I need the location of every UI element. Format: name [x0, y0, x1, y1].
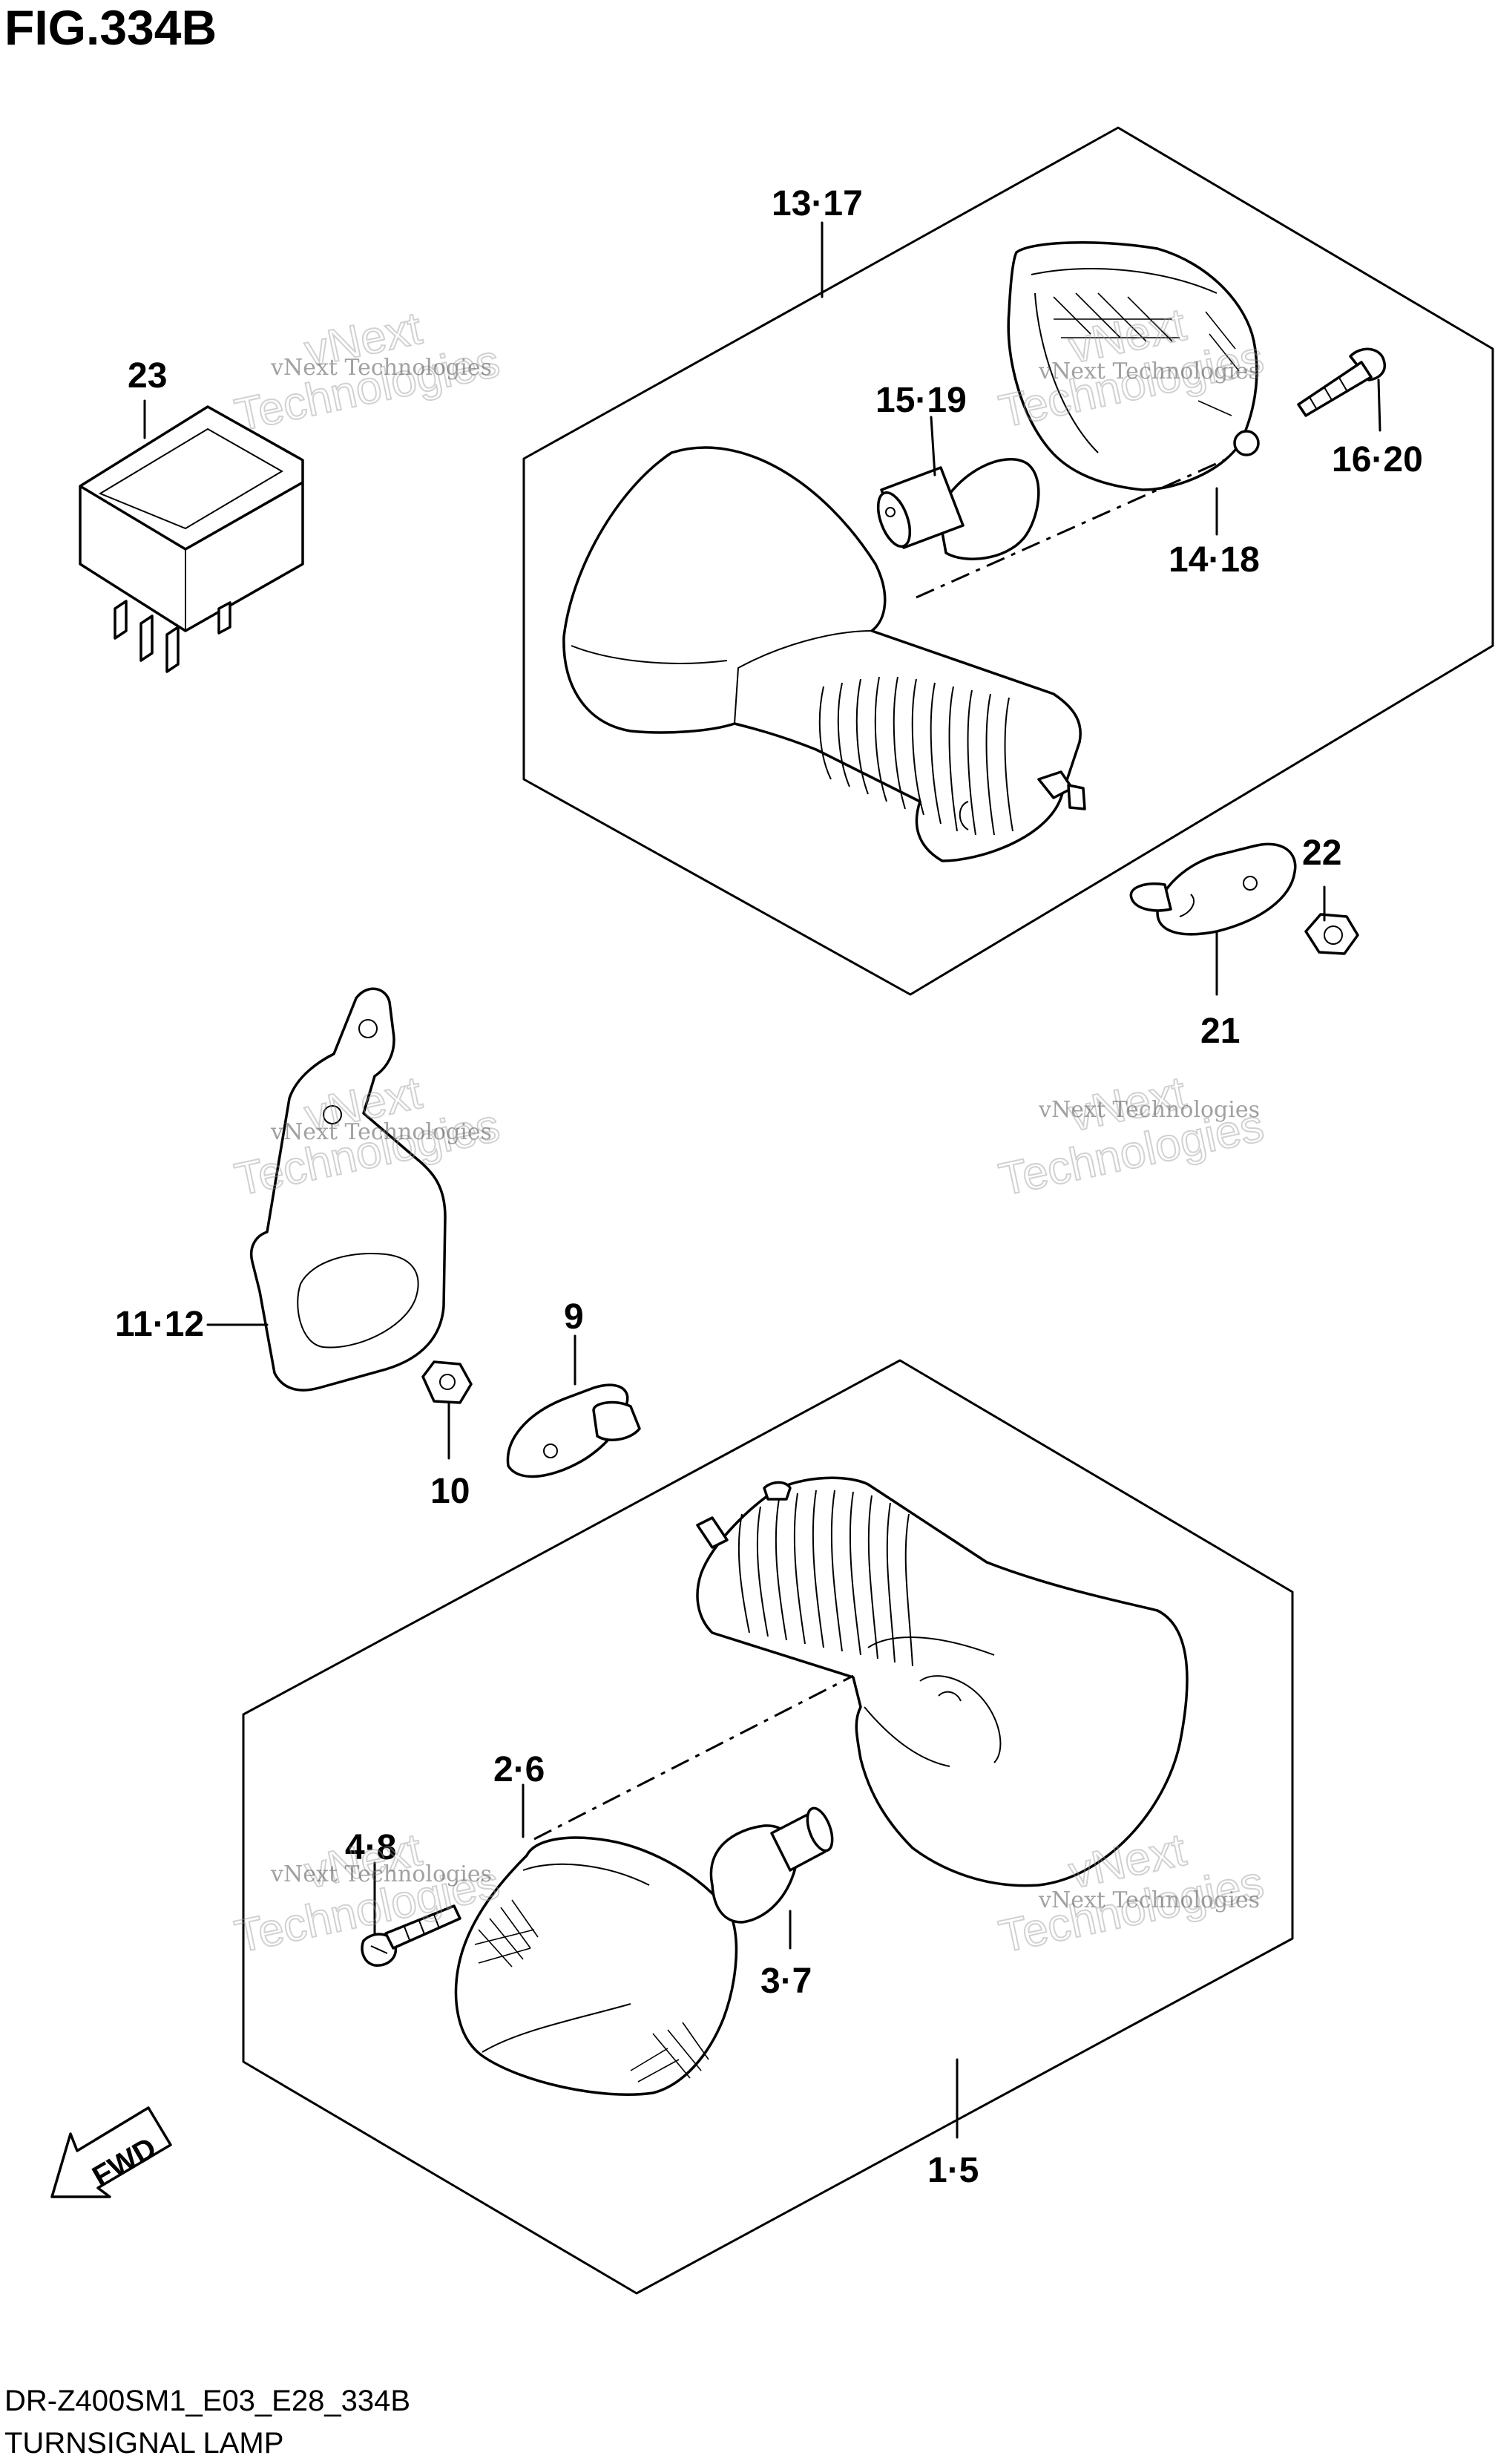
- watermark-small-1: vNext Technologies: [270, 355, 492, 381]
- callout-16-20: 16·20: [1332, 440, 1423, 479]
- upper-lamp-housing: [562, 446, 1086, 862]
- callout-15-19: 15·19: [875, 381, 967, 420]
- callout-13-17: 13·17: [772, 184, 863, 223]
- lower-screw: [361, 1904, 461, 1967]
- watermark-4: vNext Technologies: [994, 1066, 1269, 1207]
- lower-lens: [454, 1836, 738, 2096]
- callout-22: 22: [1302, 833, 1341, 873]
- watermarks: vNext Technologies vNext Technologies vN…: [230, 298, 1269, 1964]
- upper-nut: [1304, 913, 1359, 955]
- callout-23: 23: [128, 356, 167, 396]
- upper-bellows-ribs: [818, 676, 1013, 836]
- lower-gasket: [506, 1383, 641, 1478]
- callout-2-6: 2·6: [493, 1750, 545, 1789]
- lower-lens-hatch: [474, 1899, 709, 2083]
- upper-lens-hatch: [1053, 292, 1240, 416]
- watermark-small-4: vNext Technologies: [1038, 1097, 1260, 1123]
- upper-screw: [1297, 347, 1386, 417]
- watermark-small-6: vNext Technologies: [1038, 1887, 1260, 1913]
- callout-11-12: 11·12: [115, 1305, 204, 1344]
- relay: [79, 405, 304, 673]
- callout-9: 9: [564, 1297, 584, 1337]
- model-code: DR-Z400SM1_E03_E28_334B: [4, 2385, 410, 2417]
- watermark-small-3: vNext Technologies: [270, 1119, 492, 1145]
- callout-labels: 13·17 23 15·19 16·20 14·18 22 21 11·12 9…: [115, 184, 1423, 2190]
- callout-4-8: 4·8: [345, 1828, 396, 1867]
- upper-assembly-box: [522, 126, 1494, 996]
- watermark-small-5: vNext Technologies: [270, 1861, 492, 1887]
- callout-10: 10: [430, 1472, 470, 1511]
- callout-3-7: 3·7: [760, 1962, 812, 2001]
- lower-lamp-housing: [696, 1476, 1189, 1887]
- callout-14-18: 14·18: [1169, 540, 1260, 580]
- figure-caption: TURNSIGNAL LAMP: [4, 2427, 283, 2460]
- watermark-small-2: vNext Technologies: [1038, 358, 1260, 384]
- bracket: [250, 987, 447, 1392]
- callout-1-5: 1·5: [927, 2151, 979, 2190]
- upper-gasket: [1129, 842, 1297, 936]
- leader-lines: [143, 221, 1381, 2139]
- figure-title: FIG.334B: [4, 0, 217, 55]
- upper-lens: [1007, 241, 1260, 491]
- lower-bellows-ribs: [737, 1490, 913, 1667]
- forward-arrow: FWD: [50, 2106, 172, 2198]
- lower-bulb: [709, 1806, 834, 1924]
- lower-assembly-box: [242, 1359, 1294, 2295]
- lower-nut: [421, 1360, 473, 1404]
- callout-21: 21: [1200, 1012, 1240, 1051]
- upper-bulb: [876, 458, 1040, 560]
